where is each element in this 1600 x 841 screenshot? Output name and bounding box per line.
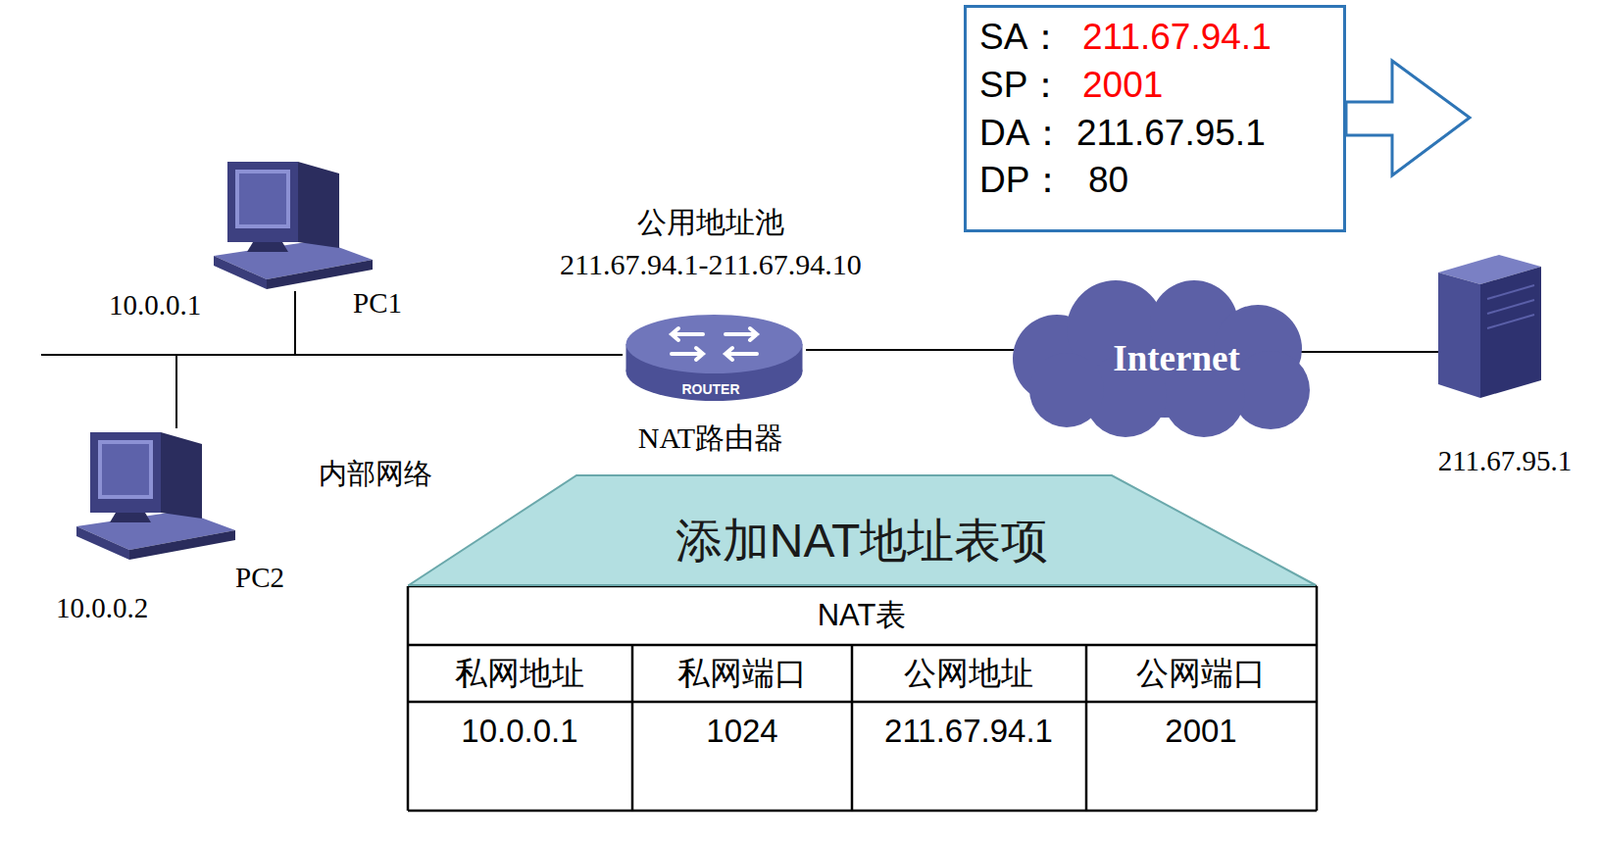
nat-table-grid	[407, 586, 1317, 811]
pool-title: 公用地址池	[637, 205, 785, 241]
ip-address: 211.67.95.1	[1438, 445, 1573, 478]
field-name: SA：	[979, 16, 1064, 59]
table-header: 公网地址	[903, 654, 1034, 693]
field-name: DP：	[979, 159, 1066, 202]
internet-node: Internet	[1007, 280, 1317, 440]
ip-address: 10.0.0.2	[55, 592, 149, 625]
network-link	[805, 349, 1014, 351]
device-tag: ROUTER	[681, 381, 740, 398]
direction-arrow	[1346, 60, 1470, 176]
field-value: 80	[1088, 159, 1129, 202]
router-node: ROUTERNAT路由器	[622, 310, 806, 403]
ip-address: 10.0.0.1	[108, 289, 201, 322]
router-icon	[626, 314, 803, 401]
server-icon	[1438, 254, 1542, 399]
table-cell: 211.67.94.1	[884, 712, 1053, 750]
table-cell: 10.0.0.1	[460, 712, 578, 750]
field-value: 2001	[1082, 64, 1163, 107]
pc-node: 10.0.0.2PC2	[76, 428, 220, 567]
packet-info-box: SA： 211.67.94.1SP： 2001DA：211.67.95.1DP： 80	[963, 4, 1347, 233]
table-cell: 2001	[1164, 712, 1237, 750]
table-header: 私网端口	[677, 654, 807, 693]
cloud-label: Internet	[1112, 338, 1240, 381]
host-name: PC2	[235, 561, 285, 595]
lan-bus	[41, 353, 177, 356]
network-name: 内部网络	[318, 457, 433, 491]
trapezoid-banner: 添加NAT地址表项	[407, 474, 1317, 587]
table-header: 私网地址	[454, 654, 585, 693]
banner-title: 添加NAT地址表项	[675, 513, 1049, 568]
field-value: 211.67.94.1	[1082, 16, 1272, 59]
pool-range: 211.67.94.1-211.67.94.10	[559, 248, 862, 283]
pc-node: 10.0.0.1PC1	[213, 157, 373, 292]
server-node: 211.67.95.1	[1438, 254, 1542, 399]
host-name: PC1	[352, 287, 402, 320]
table-cell: 1024	[705, 712, 778, 750]
table-header: 公网端口	[1136, 654, 1266, 693]
internet-cloud	[1012, 280, 1310, 438]
network-link	[176, 354, 623, 429]
pc-icon	[213, 161, 373, 290]
field-name: DA：	[979, 112, 1066, 155]
network-link	[1300, 350, 1439, 353]
device-name: NAT路由器	[638, 421, 784, 456]
pc-icon	[76, 432, 236, 560]
network-link	[295, 291, 623, 355]
field-name: SP：	[979, 64, 1064, 107]
table-title: NAT表	[817, 598, 907, 634]
field-value: 211.67.95.1	[1076, 112, 1266, 155]
